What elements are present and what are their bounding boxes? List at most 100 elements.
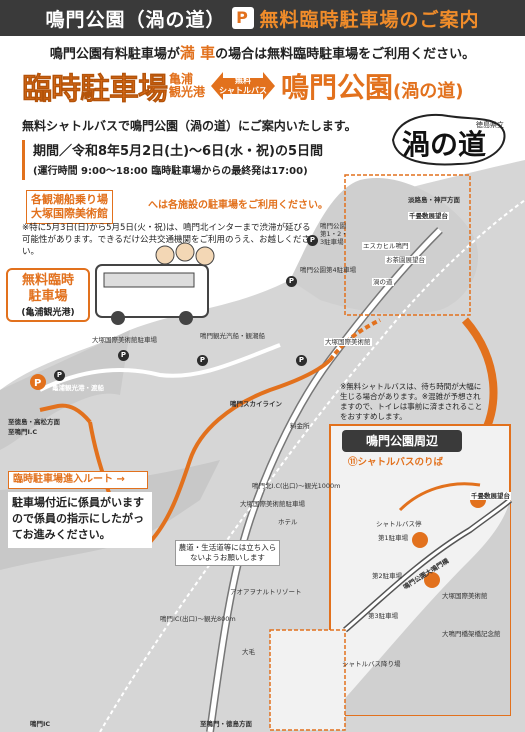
inset-bus-stop-3 — [424, 572, 440, 588]
nearby-title: 鳴門公園周辺 — [342, 430, 462, 452]
label-toll: 料金所 — [290, 422, 310, 430]
dest-name: 鳴門公園 — [281, 71, 394, 104]
inset-shuttle-loop — [398, 482, 481, 512]
label-to-naruto-ic: 至鳴門I.C — [8, 428, 38, 436]
shuttle-route — [328, 318, 381, 362]
person-3 — [195, 246, 215, 266]
pier-line2: 大塚国際美術館 — [31, 207, 108, 220]
access-route-3 — [39, 403, 92, 424]
shuttle-note: ※無料シャトルバスは、待ち時間が大幅に生じる場合があります。※混雑が予想されます… — [340, 382, 483, 421]
label-naruto-line: 鳴門北I.C(出口)～観光1000m — [252, 482, 341, 490]
intro-after: の場合は無料臨時駐車場をご利用ください。 — [215, 47, 476, 62]
pier-box: 各観潮船乗り場 大塚国際美術館 — [26, 190, 113, 224]
parking-icon: P — [231, 7, 254, 29]
label-omote: お茶園展望台 — [385, 256, 426, 264]
temp-lot-sub-2: 観光港 — [169, 85, 206, 99]
logo-small: 徳島県立 — [476, 120, 504, 129]
logo-main: 渦の道 — [402, 128, 486, 161]
label-skyline: 鳴門スカイライン — [230, 400, 282, 408]
label-lot4: 鳴門公園第4駐車場 — [300, 266, 357, 274]
headline: 臨時駐車場 亀浦 観光港 無料 シャトルバス 鳴門公園(渦の道) — [22, 64, 502, 108]
lower-inset — [269, 629, 346, 731]
inset-label-shuttle-stop: シャトルバス停 — [376, 520, 422, 528]
access-route — [148, 358, 332, 544]
temp-lot-name: 臨時駐車場 — [22, 72, 169, 108]
label-kameura-terminal: 鳴門観光汽船・観潮船 — [200, 332, 265, 340]
guide-text: 無料シャトルバスで鳴門公園（渦の道）にご案内いたします。 — [22, 119, 357, 133]
inset-label-lot3: 第3駐車場 — [368, 612, 399, 620]
west-land — [0, 330, 130, 450]
label-aoa: アオアヲナルトリゾート — [230, 588, 302, 596]
intro-emphasis: 満 車 — [179, 44, 216, 62]
temp-lot-sub: 亀浦 観光港 — [169, 73, 205, 99]
label-otsuka-lot: 大塚国際美術館駐車場 — [240, 500, 305, 508]
nearby-sub: ⑪シャトルバスのりば — [348, 457, 444, 468]
intro-before: 鳴門公園有料駐車場が — [49, 47, 180, 62]
inset-label-lot2: 第2駐車場 — [372, 572, 403, 580]
bus-wheel-1 — [111, 311, 125, 325]
label-toll-2: 鳴門IC(出口)～観光800m — [160, 615, 236, 623]
pier-line1: 各観潮船乗り場 — [31, 193, 108, 206]
label-park-p: 鳴門公園第1・2・3駐車場 — [320, 222, 348, 246]
shuttle-arrow: 無料 シャトルバス — [211, 68, 276, 104]
double-arrow-icon — [211, 72, 276, 100]
shuttle-label-2: シャトルバス — [219, 86, 268, 95]
label-minami: 大毛 — [242, 648, 255, 656]
destination-name: 鳴門公園(渦の道) — [281, 66, 463, 106]
p-marker-lot4: P — [286, 276, 297, 287]
inset-land — [330, 500, 510, 715]
p-marker-otsuka: P — [118, 350, 129, 361]
temp-lot-box-title: 無料臨時 駐車場 — [8, 273, 88, 305]
dest-sub: (渦の道) — [393, 81, 464, 102]
inset-label-note: シャトルバス降り場 — [342, 660, 401, 668]
map: P P P P P P P 千畳敷展望台 エスカヒル鳴門 渦の道 お茶園展望台 … — [0, 160, 525, 732]
inset-label-tree: 大鳴門橋架橋記念館 — [442, 630, 501, 638]
p-marker-east: P — [296, 355, 307, 366]
shuttle-label-1: 無料 — [235, 76, 252, 85]
intro-text: 鳴門公園有料駐車場が満 車の場合は無料臨時駐車場をご利用ください。 — [0, 42, 525, 63]
label-chikura: 千畳敷展望台 — [408, 212, 449, 220]
temp-lot-box: 無料臨時 駐車場 (亀浦観光港) — [6, 268, 90, 322]
inset-label-art: 大塚国際美術館 — [442, 592, 488, 600]
label-to-takamatsu: 至徳島・高松方面 — [8, 418, 60, 426]
temp-lot-marker-p: P — [34, 378, 41, 389]
shuttle-label: 無料 シャトルバス — [211, 76, 275, 96]
label-uzunomichi: 渦の道 — [372, 278, 394, 286]
label-naruto-ic: 鳴門IC — [30, 720, 51, 728]
dates-hours: (運行時間 9:00～18:00 臨時駐車場からの最終発は17:00) — [33, 166, 308, 177]
person-2 — [175, 242, 195, 262]
inset-label-chikura: 千畳敷展望台 — [470, 492, 511, 500]
bus-wheel-2 — [179, 311, 193, 325]
uzunomichi-logo: 徳島県立 渦の道 — [388, 110, 508, 168]
label-kameura-park: 亀浦観光港・渡船 — [52, 384, 104, 392]
label-ensen: エスカヒル鳴門 — [362, 242, 410, 250]
label-to-tokushima: 至鳴門・徳島方面 — [200, 720, 252, 728]
highway-dashed — [99, 199, 525, 732]
inset-bus-stop-1 — [412, 532, 428, 548]
temp-lot-box-sub: (亀浦観光港) — [21, 308, 75, 318]
temp-lot-marker — [30, 374, 46, 390]
title-bar: 鳴門公園（渦の道） P 無料臨時駐車場のご案内 — [0, 0, 525, 36]
dates-box: 期間／令和8年5月2日(土)～6日(水・祝)の5日間 (運行時間 9:00～18… — [22, 140, 342, 180]
temp-lot-sub-1: 亀浦 — [169, 72, 194, 86]
notice-text: ※特に5月3日(日)から5月5日(火・祝)は、鳴門北インターまで渋滞が延びる可能… — [22, 223, 311, 257]
staff-note: 駐車場付近に係員がいますので係員の指示にしたがってお進みください。 — [8, 492, 152, 548]
inset-road-inner — [344, 498, 512, 632]
title-part1: 鳴門公園（渦の道） — [45, 8, 226, 31]
bus-windows — [103, 272, 195, 288]
coast-road — [39, 343, 281, 392]
temp-lot-box-title-1: 無料臨時 — [21, 273, 74, 288]
route-legend: 臨時駐車場進入ルート → — [8, 471, 148, 489]
label-otsuka-art-p: 大塚国際美術館駐車場 — [92, 336, 157, 344]
farm-note: 農道・生活道等には立ち入らないようお願いします — [175, 540, 280, 566]
temp-lot-box-title-2: 駐車場 — [28, 289, 68, 304]
title-part2: 無料臨時駐車場のご案内 — [259, 8, 480, 31]
skyline-road-inner — [207, 228, 442, 732]
park-boundary — [344, 174, 471, 316]
label-otsuka-art: 大塚国際美術館 — [324, 338, 372, 346]
label-to-kobe: 淡路島・神戸方面 — [408, 196, 460, 204]
p-marker-park: P — [307, 235, 318, 246]
p-marker-west: P — [54, 370, 65, 381]
pier-message: へは各施設の駐車場をご利用ください。 — [148, 200, 328, 211]
inset-label-lot1: 第1駐車場 — [378, 534, 409, 542]
